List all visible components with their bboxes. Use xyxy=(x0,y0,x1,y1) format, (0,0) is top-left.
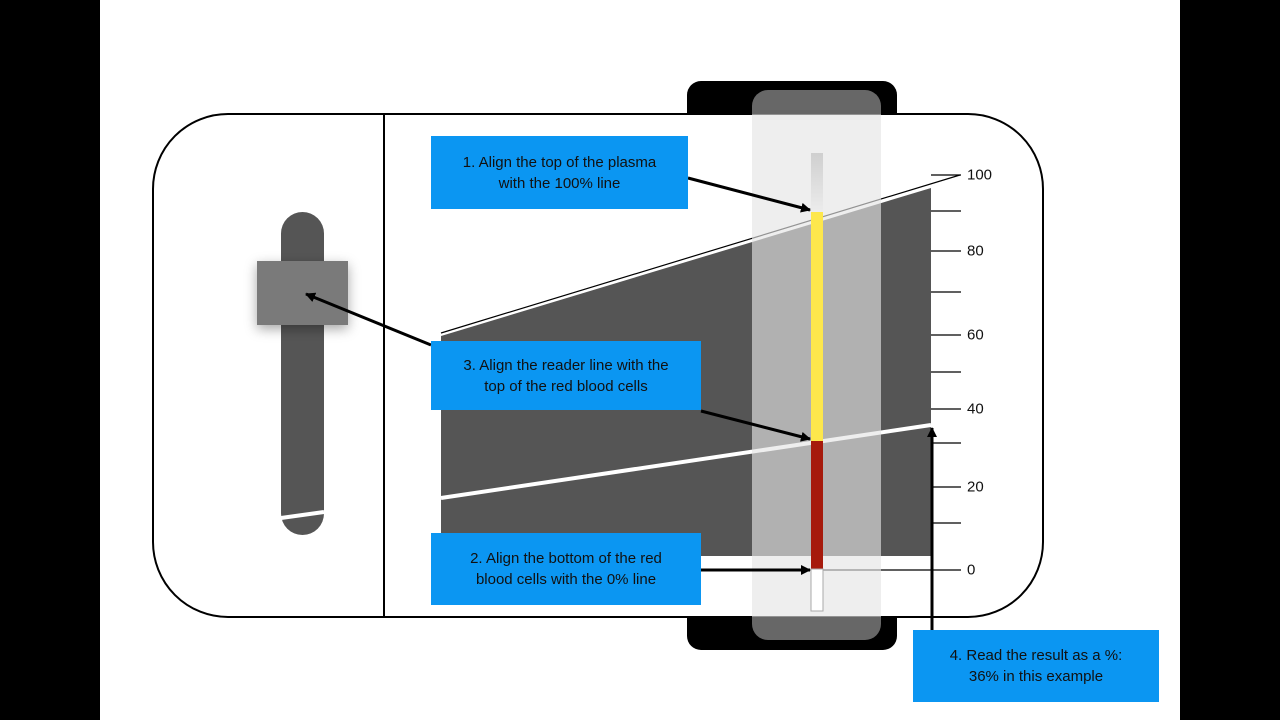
callout-step2: 2. Align the bottom of the red blood cel… xyxy=(431,533,701,605)
scale-label-60: 60 xyxy=(967,326,984,344)
scale-label-80: 80 xyxy=(967,242,984,260)
scale-label-100: 100 xyxy=(967,166,993,184)
slider-track-mark xyxy=(280,510,325,520)
arrow-step1 xyxy=(687,176,811,213)
scale-ticks xyxy=(931,174,961,524)
callout-step3: 3. Align the reader line with the top of… xyxy=(431,341,701,410)
slider-track xyxy=(281,212,324,535)
top-reference-line xyxy=(440,174,961,334)
scale-label-0: 0 xyxy=(967,561,976,579)
scale-label-40: 40 xyxy=(967,400,984,418)
reader-line xyxy=(440,423,932,500)
tube-red-cells xyxy=(811,441,823,569)
tube-plasma xyxy=(811,212,823,441)
callout-step1: 1. Align the top of the plasma with the … xyxy=(431,136,688,209)
arrow-step3-tube xyxy=(700,409,811,442)
scale-label-20: 20 xyxy=(967,478,984,496)
callout-step4: 4. Read the result as a %: 36% in this e… xyxy=(913,630,1159,702)
tube-empty xyxy=(811,153,823,212)
arrow-step3-slider xyxy=(305,292,432,347)
arrows xyxy=(305,176,937,630)
tube-sealant xyxy=(810,568,824,612)
slider-knob[interactable] xyxy=(257,261,348,325)
